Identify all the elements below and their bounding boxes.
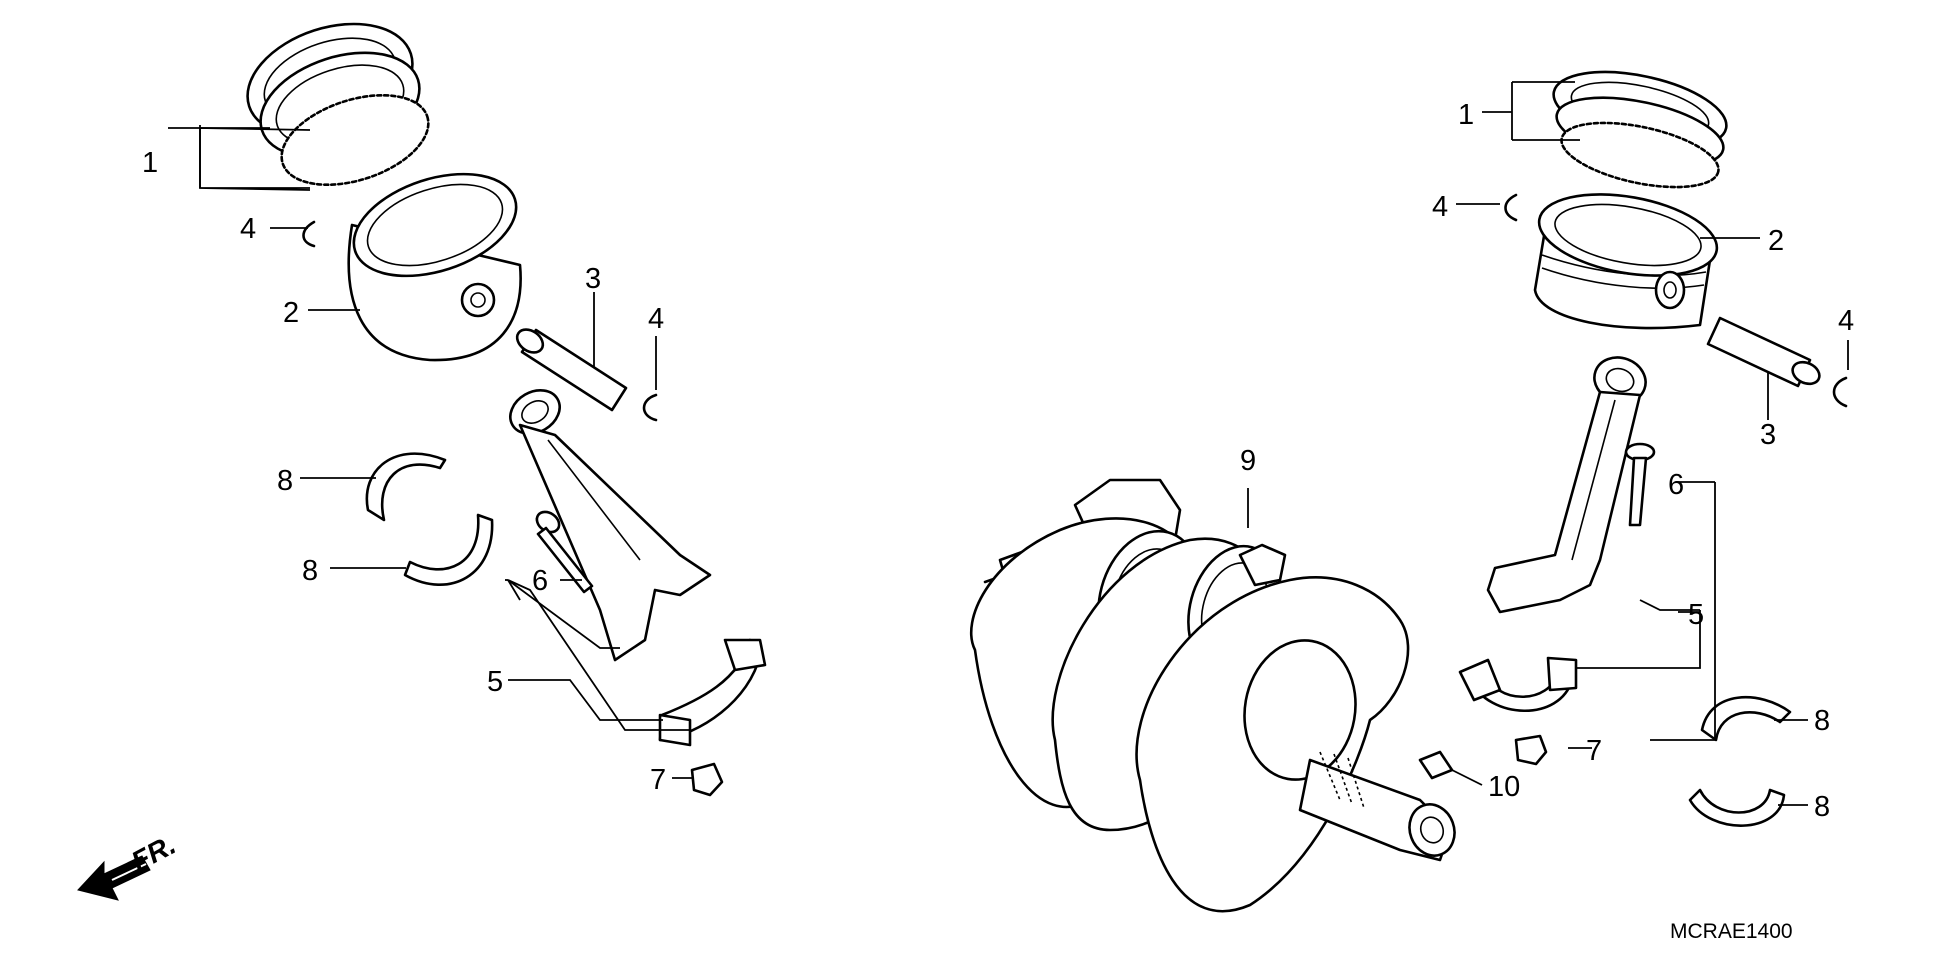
callout-8-right-lower: 8 — [1814, 791, 1830, 823]
right-leader-lines — [1247, 81, 1849, 806]
callout-2-right: 2 — [1768, 225, 1784, 257]
callout-1-left: 1 — [142, 147, 158, 179]
left-bearing-lower[interactable] — [403, 513, 494, 586]
callout-7-left: 7 — [650, 764, 666, 796]
callout-9: 9 — [1240, 445, 1256, 477]
left-rod-nut[interactable] — [690, 762, 724, 797]
callout-6-right: 6 — [1668, 469, 1684, 501]
diagram-code: MCRAE1400 — [1670, 920, 1793, 943]
left-piston[interactable] — [341, 155, 529, 362]
left-connecting-rod[interactable] — [502, 382, 712, 662]
callout-4-left-upper: 4 — [240, 213, 256, 245]
callout-4-right-upper: 4 — [1432, 191, 1448, 223]
left-piston-rings[interactable] — [233, 4, 440, 201]
right-bearing-upper[interactable] — [1700, 695, 1792, 742]
left-leader-lines — [168, 125, 692, 779]
right-bearing-lower[interactable] — [1688, 788, 1786, 827]
right-pin-clip-lower[interactable] — [1832, 376, 1848, 408]
left-pin-clip-upper[interactable] — [302, 220, 316, 248]
front-arrow-icon — [77, 855, 151, 901]
callout-5-right: 5 — [1688, 599, 1704, 631]
left-piston-pin[interactable] — [513, 325, 628, 412]
right-rod-bolt[interactable] — [1624, 442, 1656, 527]
callout-10: 10 — [1488, 771, 1520, 803]
right-connecting-rod[interactable] — [1486, 350, 1652, 614]
right-piston-pin[interactable] — [1706, 316, 1823, 388]
left-pin-clip-lower[interactable] — [642, 393, 658, 422]
left-rod-cap[interactable] — [658, 638, 767, 747]
callout-2-left: 2 — [283, 297, 299, 329]
callout-6-left: 6 — [532, 565, 548, 597]
callout-7-right: 7 — [1586, 735, 1602, 767]
callout-3-right: 3 — [1760, 419, 1776, 451]
callout-1-right: 1 — [1458, 99, 1474, 131]
crankshaft-key[interactable] — [1418, 750, 1454, 780]
right-rod-cap[interactable] — [1458, 656, 1578, 712]
callout-4-left-lower: 4 — [648, 303, 664, 335]
callout-3-left: 3 — [585, 263, 601, 295]
left-rod-bolt[interactable] — [533, 508, 594, 594]
right-rod-nut[interactable] — [1514, 734, 1548, 766]
callout-8-right-upper: 8 — [1814, 705, 1830, 737]
right-piston[interactable] — [1533, 182, 1723, 330]
left-bearing-upper[interactable] — [365, 452, 447, 522]
crankshaft[interactable] — [970, 478, 1461, 913]
right-piston-rings[interactable] — [1547, 58, 1733, 199]
callout-5-left: 5 — [487, 666, 503, 698]
callout-8-left-lower: 8 — [302, 555, 318, 587]
callout-8-left-upper: 8 — [277, 465, 293, 497]
callout-4-right-lower: 4 — [1838, 305, 1854, 337]
right-pin-clip-upper[interactable] — [1504, 193, 1518, 222]
